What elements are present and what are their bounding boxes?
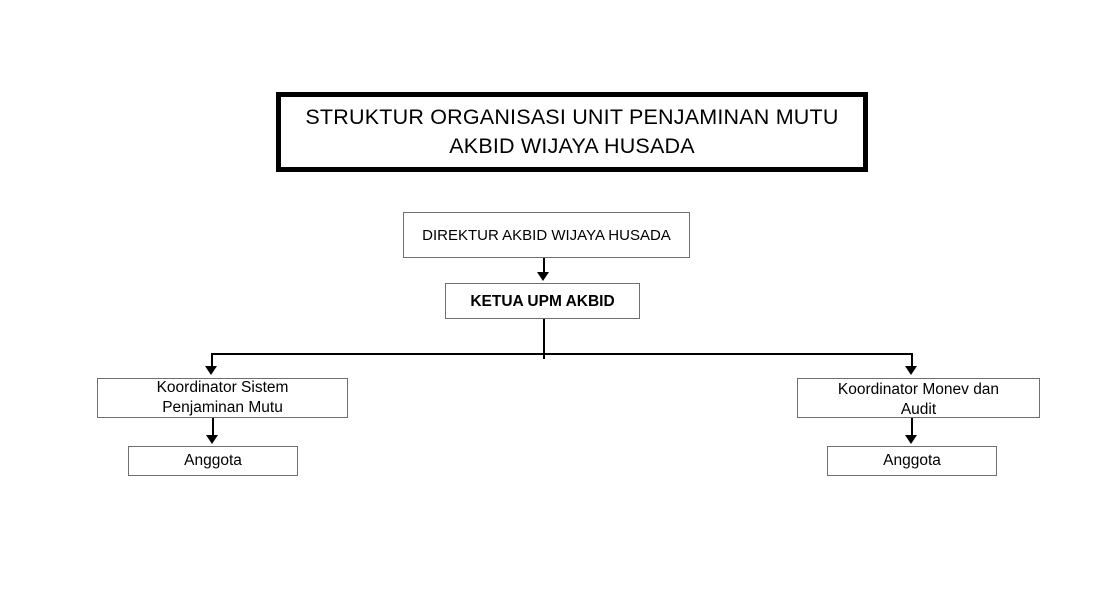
- chart-title-line-2: AKBID WIJAYA HUSADA: [449, 134, 695, 158]
- node-direktur-label: DIREKTUR AKBID WIJAYA HUSADA: [422, 226, 671, 244]
- node-anggota-kanan-label: Anggota: [883, 452, 941, 469]
- connector-horizontal-bus: [211, 353, 912, 355]
- connector-koordinator-monev-anggota-arrow-icon: [905, 435, 917, 444]
- connector-koordinator-sistem-anggota-line: [212, 418, 214, 437]
- node-anggota-kiri: Anggota: [128, 446, 298, 476]
- connector-direktur-ketua-arrow-icon: [537, 272, 549, 281]
- connector-koordinator-sistem-anggota-arrow-icon: [206, 435, 218, 444]
- connector-bus-koordinator-monev-line: [911, 353, 913, 368]
- chart-title-line-1: STRUKTUR ORGANISASI UNIT PENJAMINAN MUTU: [305, 105, 839, 129]
- connector-bus-koordinator-sistem-arrow-icon: [205, 366, 217, 375]
- node-direktur: DIREKTUR AKBID WIJAYA HUSADA: [403, 212, 690, 258]
- node-koordinator-monev-label: Koordinator Monev dan Audit: [837, 381, 1000, 418]
- chart-title-box: STRUKTUR ORGANISASI UNIT PENJAMINAN MUTU…: [276, 92, 868, 172]
- connector-koordinator-monev-anggota-line: [911, 418, 913, 437]
- node-anggota-kiri-label: Anggota: [184, 452, 242, 469]
- connector-bus-koordinator-monev-arrow-icon: [905, 366, 917, 375]
- node-koordinator-sistem-label: Koordinator Sistem Penjaminan Mutu: [156, 379, 289, 416]
- connector-direktur-ketua-line: [543, 258, 545, 274]
- connector-bus-koordinator-sistem-line: [211, 353, 213, 368]
- node-ketua-upm-label: KETUA UPM AKBID: [470, 292, 615, 310]
- connector-ketua-stem: [543, 319, 545, 359]
- node-koordinator-monev-dan-audit: Koordinator Monev dan Audit: [797, 378, 1040, 418]
- node-koordinator-sistem-penjaminan-mutu: Koordinator Sistem Penjaminan Mutu: [97, 378, 348, 418]
- node-anggota-kanan: Anggota: [827, 446, 997, 476]
- node-ketua-upm: KETUA UPM AKBID: [445, 283, 640, 319]
